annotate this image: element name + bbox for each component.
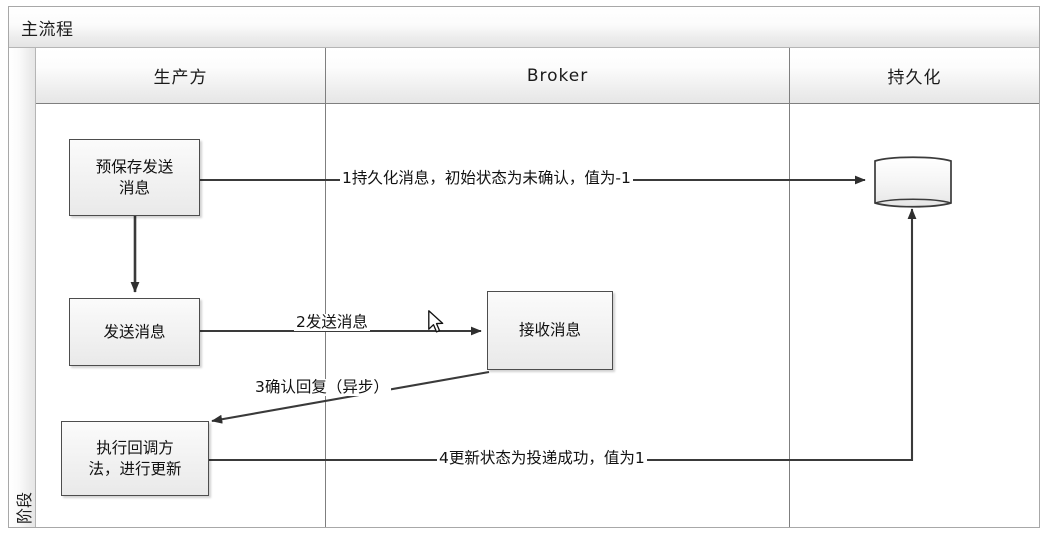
node-send-message[interactable]: 发送消息	[69, 298, 200, 366]
node-send-message-label: 发送消息	[103, 322, 166, 341]
node-callback-update[interactable]: 执行回调方 法，进行更新	[61, 421, 209, 496]
phase-label-text: 阶段	[15, 492, 34, 525]
lane-header-persist-label: 持久化	[887, 68, 942, 88]
pool-title-text: 主流程	[21, 19, 74, 40]
lane-header-producer-label: 生产方	[153, 68, 208, 88]
node-pre-save-message-label: 预保存发送 消息	[95, 158, 174, 197]
lane-header-producer: 生产方	[36, 48, 326, 104]
lane-header-broker-label: Broker	[526, 65, 589, 86]
edge-label-2: 2发送消息	[294, 313, 370, 332]
lane-header-persist: 持久化	[790, 48, 1039, 104]
edge-label-1: 1持久化消息，初始状态为未确认，值为-1	[340, 169, 633, 188]
node-receive-message-label: 接收消息	[518, 321, 581, 340]
node-receive-message[interactable]: 接收消息	[487, 291, 613, 370]
phase-column: 阶段	[9, 48, 36, 527]
database-icon	[874, 156, 952, 208]
edge-label-4: 4更新状态为投递成功，值为1	[437, 449, 647, 468]
mouse-cursor-icon	[428, 310, 444, 333]
pool-title-bar: 主流程	[9, 7, 1039, 48]
node-callback-update-label: 执行回调方 法，进行更新	[88, 439, 182, 478]
lane-header-broker: Broker	[326, 48, 790, 104]
edge-label-3: 3确认回复（异步）	[253, 378, 391, 397]
node-pre-save-message[interactable]: 预保存发送 消息	[69, 139, 200, 216]
datastore-persist-db	[872, 155, 954, 209]
